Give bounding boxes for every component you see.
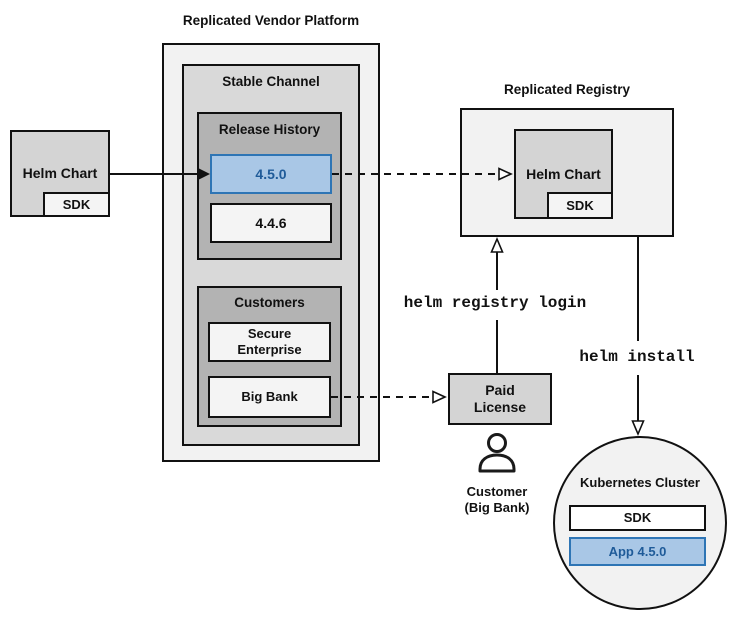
release-version-446: 4.4.6 (210, 203, 332, 243)
customer-name-label: Customer (466, 484, 528, 499)
person-icon (478, 433, 516, 473)
customer-org-label: (Big Bank) (464, 500, 530, 515)
cluster-app-box: App 4.5.0 (569, 537, 706, 566)
vendor-platform-title: Replicated Vendor Platform (182, 13, 360, 28)
customer-secure-enterprise: Secure Enterprise (208, 322, 331, 362)
bigbank-to-license-arrowhead (432, 390, 447, 404)
release-history-label: Release History (218, 122, 321, 137)
customers-label: Customers (234, 295, 305, 310)
registry-sdk-box: SDK (547, 192, 613, 219)
registry-title: Replicated Registry (503, 82, 631, 97)
login-arrowhead (490, 236, 504, 253)
kubernetes-cluster-label: Kubernetes Cluster (580, 475, 700, 490)
helm-install-command: helm install (579, 348, 695, 366)
cluster-sdk-box: SDK (569, 505, 706, 531)
install-arrowhead (631, 420, 645, 437)
release-version-450: 4.5.0 (210, 154, 332, 194)
source-sdk-box: SDK (43, 192, 110, 217)
paid-license-box: Paid License (448, 373, 552, 425)
helm-registry-login-command: helm registry login (403, 294, 587, 312)
customer-big-bank: Big Bank (208, 376, 331, 418)
stable-channel-label: Stable Channel (222, 74, 320, 89)
